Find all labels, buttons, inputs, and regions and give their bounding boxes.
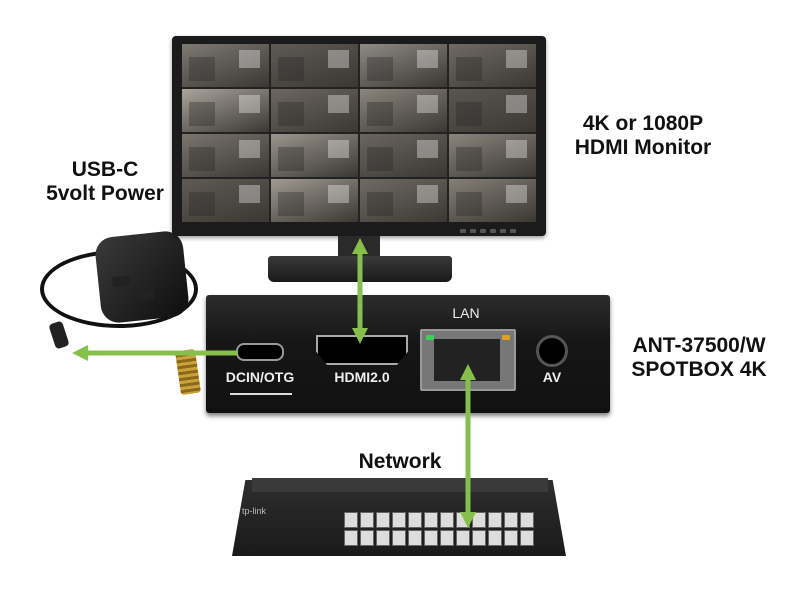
- switch-port: [360, 530, 374, 546]
- camera-feed-tile: [182, 44, 269, 87]
- camera-feed-tile: [182, 179, 269, 222]
- camera-feed-tile: [449, 179, 536, 222]
- switch-port: [392, 530, 406, 546]
- switch-port: [376, 512, 390, 528]
- switch-port: [504, 512, 518, 528]
- switch-port: [392, 512, 406, 528]
- dc-underline: [230, 393, 292, 395]
- dc-port-label: DCIN/OTG: [225, 369, 295, 385]
- switch-port: [424, 530, 438, 546]
- switch-port: [520, 530, 534, 546]
- switch-port: [520, 512, 534, 528]
- switch-port: [360, 512, 374, 528]
- camera-feed-tile: [182, 89, 269, 132]
- camera-feed-tile: [182, 134, 269, 177]
- switch-port: [504, 530, 518, 546]
- lan-led-green: [426, 335, 434, 340]
- switch-port: [408, 530, 422, 546]
- camera-feed-tile: [360, 134, 447, 177]
- camera-feed-tile: [360, 179, 447, 222]
- camera-feed-tile: [360, 44, 447, 87]
- power-label: USB-C 5volt Power: [46, 158, 164, 205]
- camera-feed-tile: [271, 134, 358, 177]
- network-label: Network: [358, 450, 442, 473]
- switch-port: [440, 530, 454, 546]
- switch-port: [376, 530, 390, 546]
- switch-port: [488, 530, 502, 546]
- switch-port: [424, 512, 438, 528]
- switch-brand-logo: tp-link: [242, 506, 267, 516]
- switch-port: [440, 512, 454, 528]
- switch-port: [344, 530, 358, 546]
- hdmi-monitor: [172, 36, 546, 236]
- camera-feed-tile: [360, 89, 447, 132]
- camera-feed-tile: [449, 134, 536, 177]
- monitor-buttons: [460, 229, 516, 233]
- camera-feed-tile: [271, 44, 358, 87]
- lan-port-label: LAN: [452, 305, 480, 321]
- av-port-label: AV: [542, 369, 562, 385]
- camera-feed-tile: [271, 89, 358, 132]
- camera-feed-tile: [449, 89, 536, 132]
- av-port: [536, 335, 568, 367]
- monitor-label: 4K or 1080P HDMI Monitor: [574, 112, 712, 159]
- camera-feed-tile: [271, 179, 358, 222]
- hdmi-port-label: HDMI2.0: [334, 369, 390, 385]
- switch-port: [344, 512, 358, 528]
- device-label: ANT-37500/W SPOTBOX 4K: [631, 334, 767, 381]
- camera-feed-tile: [449, 44, 536, 87]
- switch-port: [488, 512, 502, 528]
- lan-led-amber: [502, 335, 510, 340]
- camera-grid: [182, 44, 536, 222]
- switch-port: [472, 530, 486, 546]
- switch-port: [456, 530, 470, 546]
- switch-port: [408, 512, 422, 528]
